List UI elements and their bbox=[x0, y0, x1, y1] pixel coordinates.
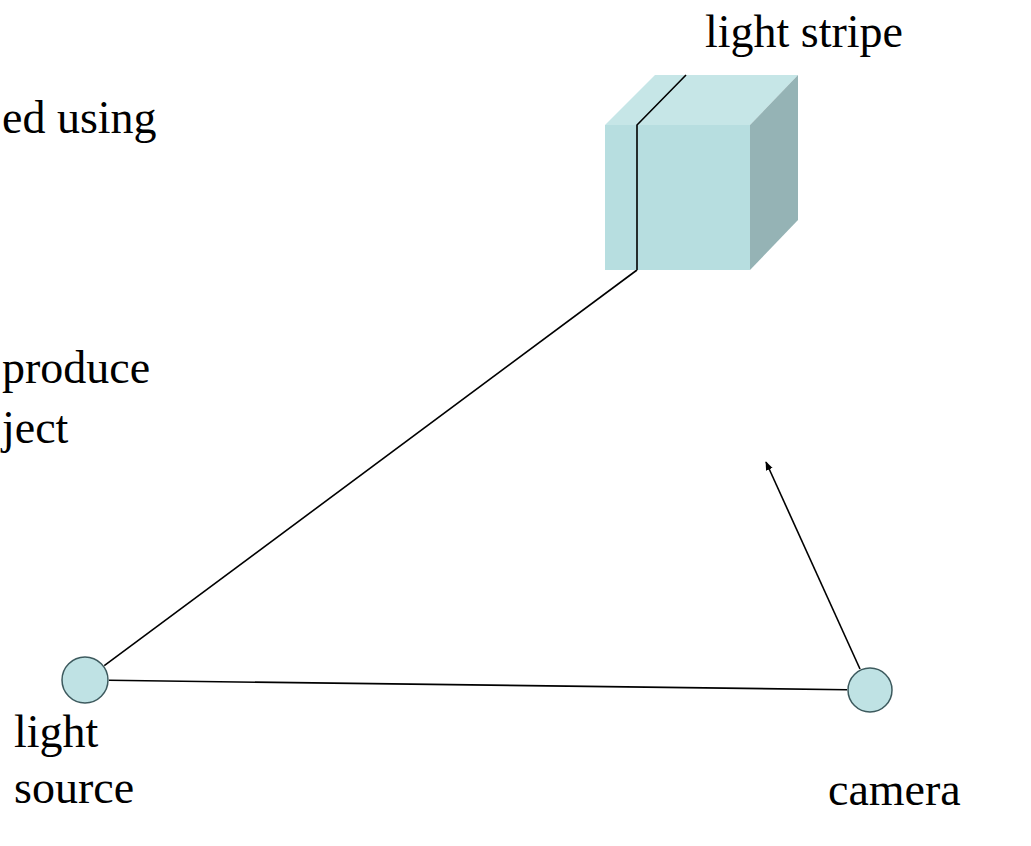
beam-line bbox=[104, 270, 637, 666]
device-label: light source bbox=[14, 704, 164, 816]
device-circle: camera bbox=[847, 667, 893, 713]
slide-text: produce bbox=[2, 340, 150, 396]
stripe-label: light stripe bbox=[705, 4, 1015, 60]
cube-drawing bbox=[605, 75, 798, 270]
device-circle: light source bbox=[61, 656, 109, 704]
circle-outline bbox=[847, 667, 893, 713]
device-label: camera bbox=[828, 762, 1018, 818]
beam-line bbox=[109, 680, 847, 689]
slide-text: ject bbox=[2, 400, 68, 456]
circle-outline bbox=[61, 656, 109, 704]
object-cube: light stripe bbox=[605, 75, 798, 270]
view-direction-arrow bbox=[766, 462, 860, 669]
slide-text: ed using bbox=[2, 90, 157, 146]
